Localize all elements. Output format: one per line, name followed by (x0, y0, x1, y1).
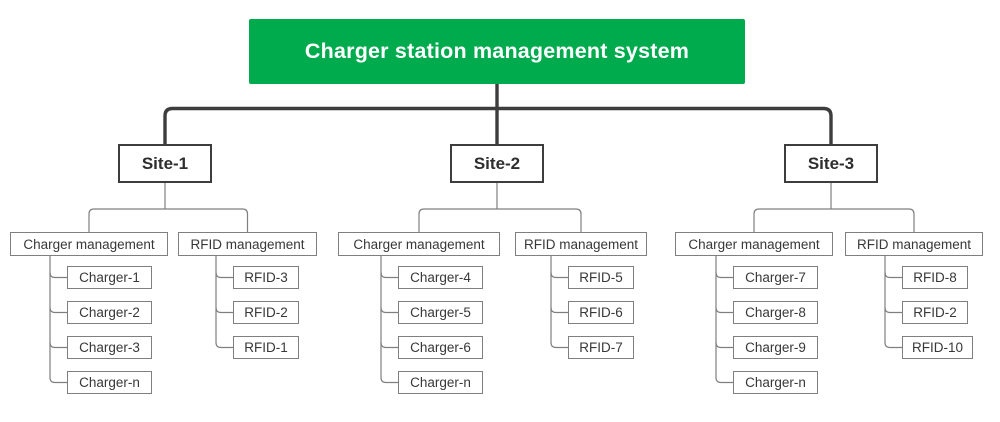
site3-rfid-child-node: RFID-8 (902, 266, 968, 289)
connector-site3-bar (753, 208, 915, 232)
site2-charger-child-node: Charger-4 (398, 266, 483, 289)
site2-charger-management-node: Charger management (338, 232, 500, 256)
connector-s3-rfid-elbow2 (884, 307, 902, 314)
site2-rfid-management-node: RFID management (515, 232, 647, 256)
site2-rfid-child-node: RFID-7 (568, 336, 634, 359)
site3-rfid-child-node: RFID-2 (902, 301, 968, 324)
site-3-node: Site-3 (784, 144, 878, 183)
connector-s2-rfid-trunk (550, 256, 568, 349)
connector-s3-rfid-trunk (884, 256, 902, 349)
connector-site1-bar (88, 208, 249, 232)
site1-charger-child-node: Charger-n (67, 371, 152, 394)
site-1-node: Site-1 (118, 144, 212, 183)
connector-s3-charger-elbow3 (715, 342, 733, 349)
connector-s2-charger-elbow3 (380, 342, 398, 349)
site3-rfid-child-node: RFID-10 (902, 336, 973, 359)
connector-s2-charger-trunk (380, 256, 398, 384)
connector-s2-charger-elbow1 (380, 272, 398, 279)
site1-charger-child-node: Charger-3 (67, 336, 152, 359)
site2-rfid-child-node: RFID-5 (568, 266, 634, 289)
site3-charger-child-node: Charger-n (733, 371, 818, 394)
site1-charger-child-node: Charger-2 (67, 301, 152, 324)
connector-s2-rfid-elbow2 (550, 307, 568, 314)
connector-s1-charger-elbow1 (49, 272, 67, 279)
connector-s3-charger-elbow2 (715, 307, 733, 314)
root-node: Charger station management system (249, 19, 745, 84)
connector-s1-charger-trunk (49, 256, 67, 384)
site1-rfid-child-node: RFID-1 (233, 336, 299, 359)
site1-charger-management-node: Charger management (10, 232, 168, 256)
site2-charger-child-node: Charger-n (398, 371, 483, 394)
connector-s1-rfid-elbow2 (215, 307, 233, 314)
connector-site2-bar (418, 208, 582, 232)
site2-charger-child-node: Charger-6 (398, 336, 483, 359)
connector-s3-charger-elbow1 (715, 272, 733, 279)
connector-s1-charger-elbow2 (49, 307, 67, 314)
connector-s2-rfid-elbow1 (550, 272, 568, 279)
site1-rfid-management-node: RFID management (178, 232, 317, 256)
site3-charger-child-node: Charger-9 (733, 336, 818, 359)
site2-rfid-child-node: RFID-6 (568, 301, 634, 324)
connector-root-bar (163, 106, 833, 144)
connector-s1-rfid-elbow1 (215, 272, 233, 279)
site1-rfid-child-node: RFID-2 (233, 301, 299, 324)
connector-s1-charger-elbow3 (49, 342, 67, 349)
site1-rfid-child-node: RFID-3 (233, 266, 299, 289)
site2-charger-child-node: Charger-5 (398, 301, 483, 324)
connector-s3-charger-trunk (715, 256, 733, 384)
site-2-node: Site-2 (450, 144, 544, 183)
connector-s2-charger-elbow2 (380, 307, 398, 314)
site3-rfid-management-node: RFID management (845, 232, 983, 256)
site1-charger-child-node: Charger-1 (67, 266, 152, 289)
site3-charger-child-node: Charger-8 (733, 301, 818, 324)
connector-s1-rfid-trunk (215, 256, 233, 349)
connector-s3-rfid-elbow1 (884, 272, 902, 279)
site3-charger-child-node: Charger-7 (733, 266, 818, 289)
site3-charger-management-node: Charger management (675, 232, 833, 256)
